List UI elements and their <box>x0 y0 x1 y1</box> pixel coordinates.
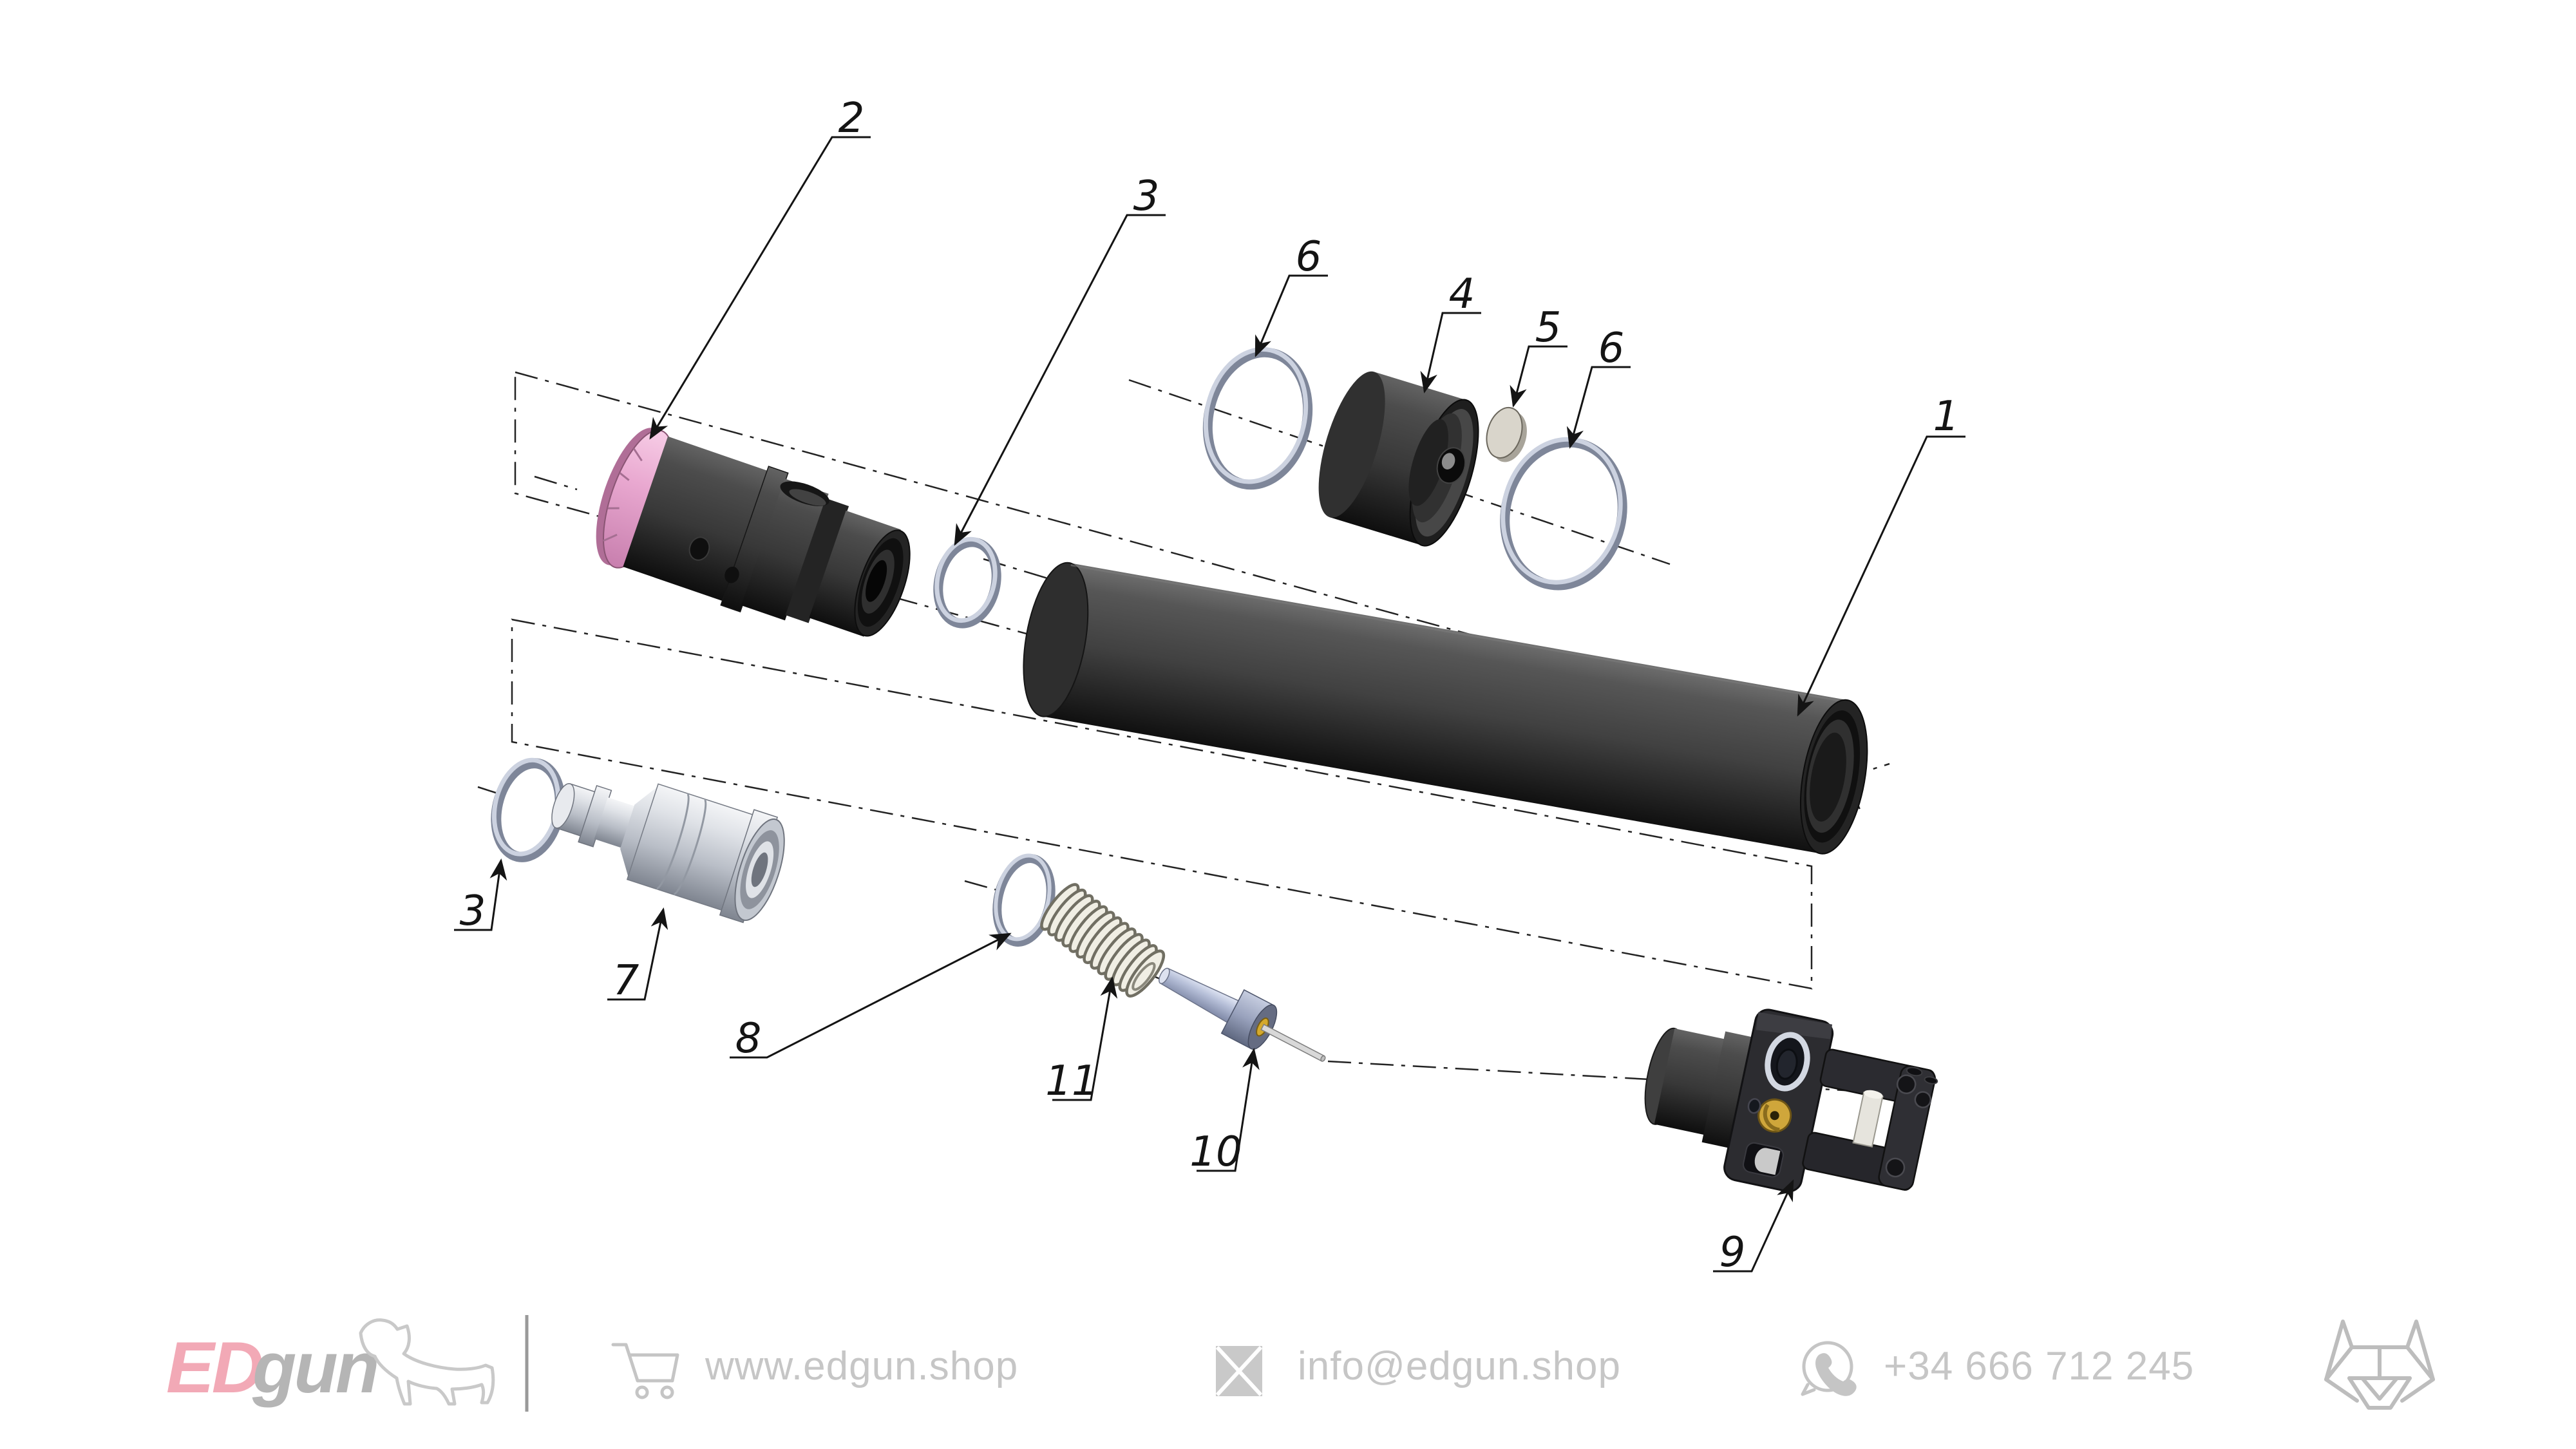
callout-6-left: 6 <box>1255 233 1328 357</box>
axis-line-small-parts <box>1128 379 1671 565</box>
pink-bumper-segments <box>603 448 643 542</box>
hub-face-details <box>1743 1032 1810 1178</box>
envelope-icon <box>1215 1345 1263 1397</box>
callout-label-9: 9 <box>1719 1229 1746 1276</box>
footer: ED gun www.edgun.shop info@edgun.shop +3… <box>166 1315 2435 1412</box>
clevis-screw-1 <box>1896 1074 1917 1094</box>
callout-label-3-bottom: 3 <box>460 887 486 935</box>
part-tube <box>1023 562 1868 855</box>
callout-5: 5 <box>1510 304 1567 408</box>
footer-website[interactable]: www.edgun.shop <box>705 1344 1018 1388</box>
dog-silhouette-icon <box>359 1318 495 1406</box>
part-valve-body <box>551 783 785 923</box>
part-oring-6-left <box>1202 346 1313 490</box>
callout-3-top: 3 <box>954 173 1166 546</box>
footer-phone[interactable]: +34 666 712 245 <box>1884 1344 2194 1388</box>
part-spring <box>1040 883 1166 998</box>
construction-box-upper <box>514 371 1745 832</box>
edgun-logo: ED gun <box>166 1318 495 1408</box>
hub-clevis <box>1802 1048 1938 1191</box>
cap-side-hole-1 <box>688 536 710 561</box>
callout-label-7: 7 <box>613 957 639 1005</box>
callout-label-6-left: 6 <box>1296 233 1322 281</box>
callout-7: 7 <box>607 907 668 1005</box>
logo-ed-text: ED <box>166 1327 262 1408</box>
part-muzzle-ring <box>1318 371 1479 547</box>
cap-side-hole-2 <box>724 566 739 583</box>
clevis-screw-2 <box>1914 1091 1932 1108</box>
part-oring-3-top <box>933 536 1001 629</box>
callout-4: 4 <box>1420 270 1481 393</box>
callout-label-1: 1 <box>1933 393 1960 440</box>
callout-10: 10 <box>1189 1048 1260 1176</box>
callout-1: 1 <box>1797 393 1965 717</box>
callout-label-8: 8 <box>735 1015 762 1063</box>
callout-2: 2 <box>649 95 871 440</box>
logo-gun-text: gun <box>252 1327 377 1408</box>
callout-11: 11 <box>1045 976 1118 1105</box>
callout-6-right: 6 <box>1566 325 1631 449</box>
whatsapp-icon <box>1801 1341 1857 1396</box>
axis-line-cap <box>534 475 578 491</box>
footer-email[interactable]: info@edgun.shop <box>1298 1344 1621 1388</box>
callout-label-3-top: 3 <box>1133 173 1160 220</box>
construction-box-lower <box>511 618 1813 990</box>
part-breech-hub <box>1644 1009 1938 1193</box>
callout-label-4: 4 <box>1449 270 1475 318</box>
callout-8: 8 <box>730 933 1012 1063</box>
callouts: 2 3 6 4 5 6 1 3 <box>454 95 1965 1276</box>
callout-label-2: 2 <box>838 95 865 142</box>
wolf-icon <box>2324 1320 2435 1410</box>
part-valve-disc <box>1486 406 1527 462</box>
part-end-cap <box>596 428 911 637</box>
callout-label-11: 11 <box>1045 1057 1097 1105</box>
hub-small-hole <box>1747 1098 1761 1114</box>
part-valve-pin <box>1159 967 1326 1062</box>
callout-label-5: 5 <box>1535 304 1562 352</box>
clevis-screw-3 <box>1885 1157 1906 1178</box>
cart-icon <box>611 1343 679 1399</box>
callout-label-10: 10 <box>1189 1128 1242 1176</box>
callout-9: 9 <box>1713 1179 1794 1276</box>
callout-3-bottom: 3 <box>454 858 507 935</box>
callout-label-6-right: 6 <box>1598 325 1625 372</box>
axis-line-7-8 <box>964 880 998 891</box>
